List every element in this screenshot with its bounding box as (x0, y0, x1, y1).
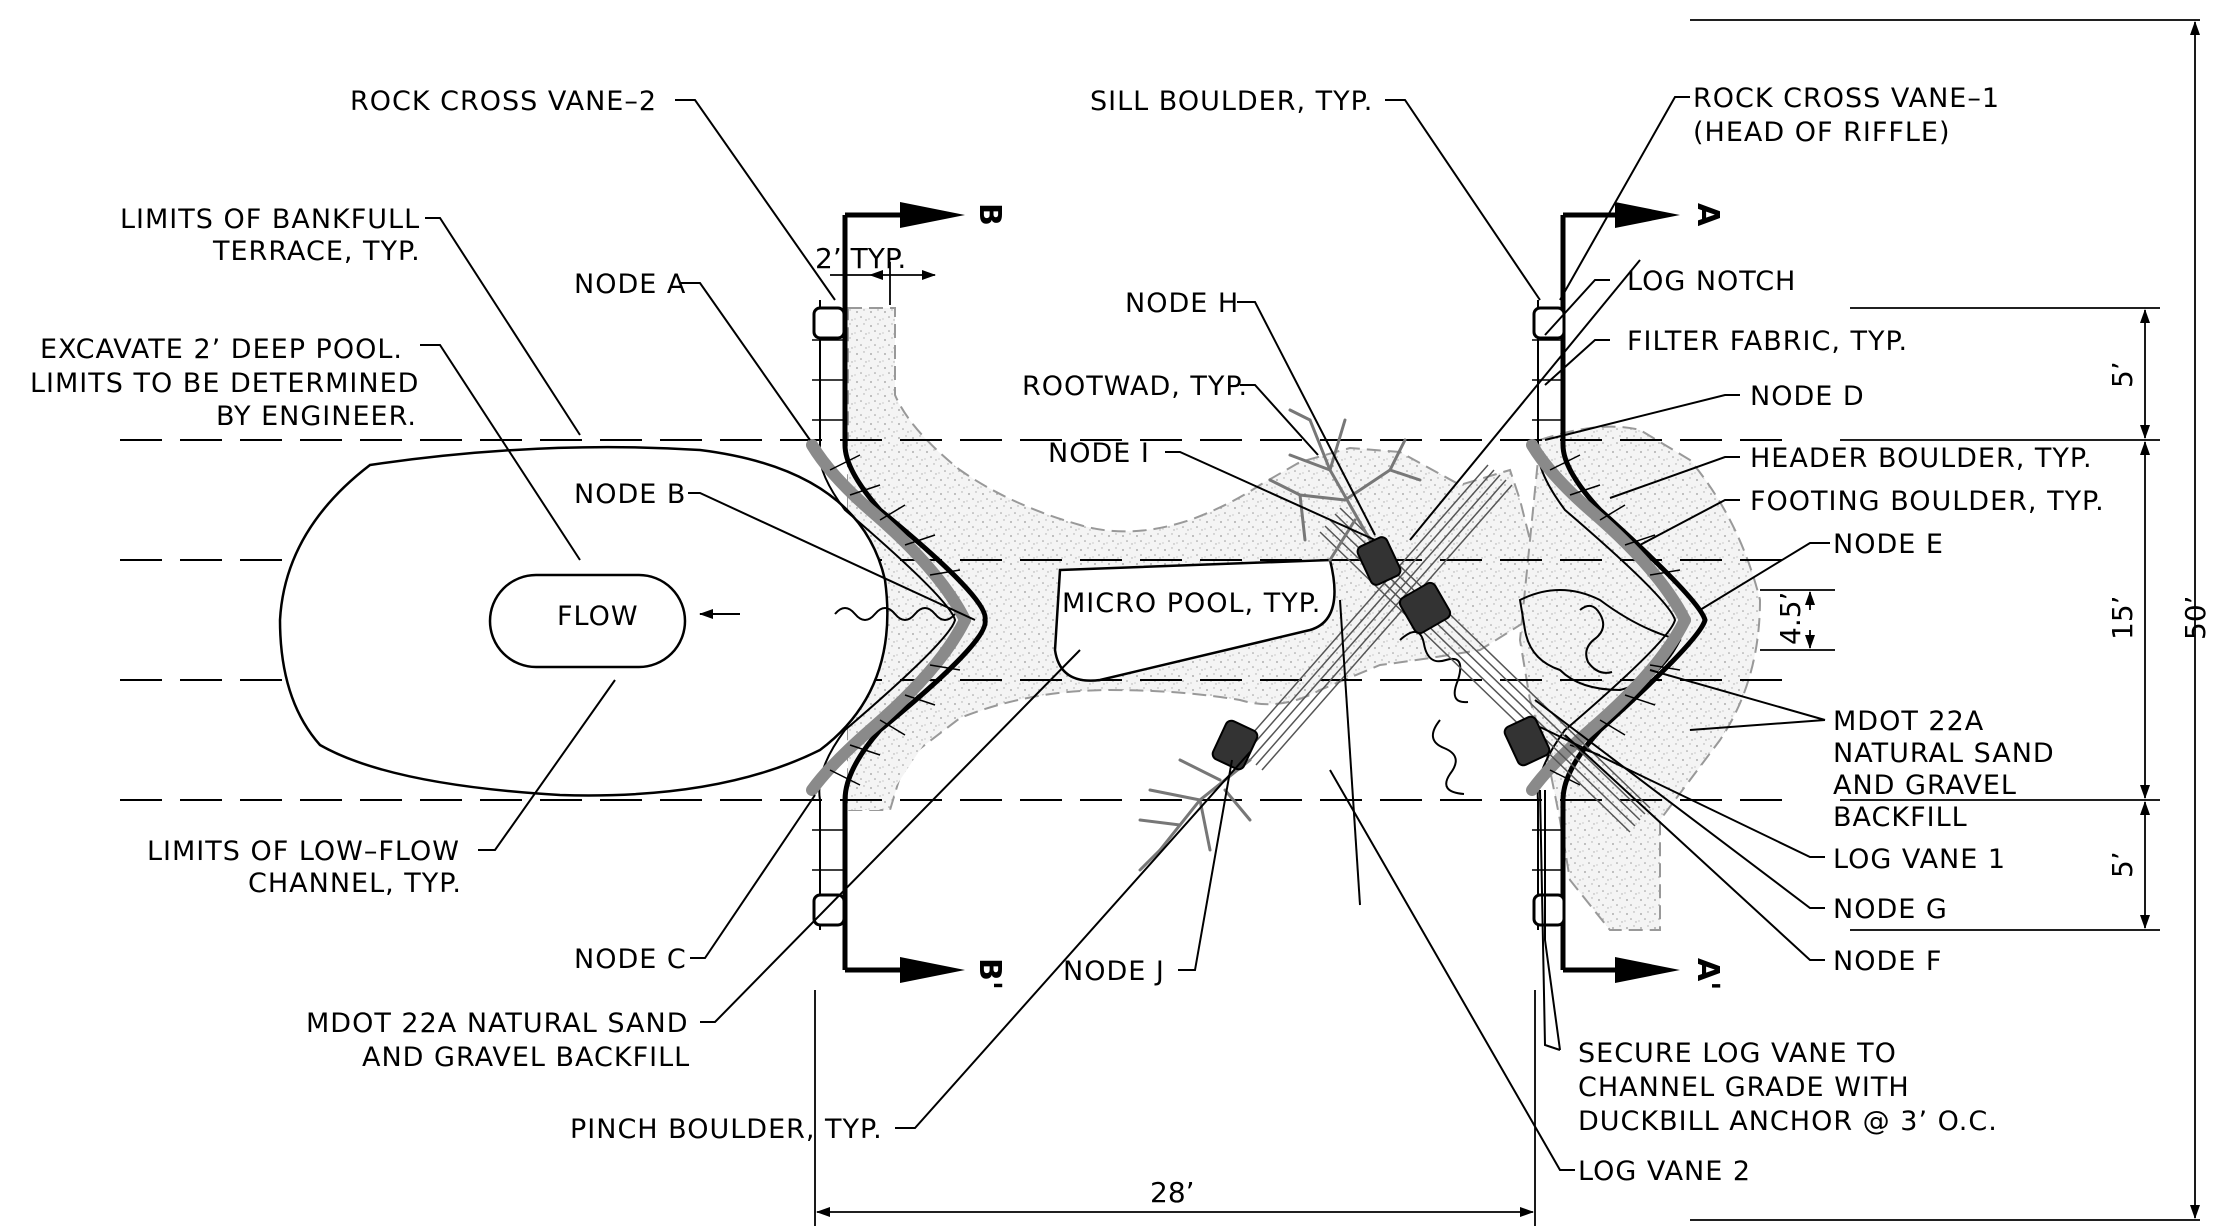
pinch-boulder-2 (1398, 581, 1452, 635)
svg-text:B: B (972, 203, 1007, 226)
label-mdot-right-3: AND GRAVEL (1833, 770, 2017, 801)
label-mdot-right-4: BACKFILL (1833, 802, 1968, 833)
pinch-boulder-3 (1503, 715, 1551, 767)
log-vane-2 (1237, 464, 1513, 771)
annotation-labels: ROCK CROSS VANE–2 LIMITS OF BANKFULL TER… (30, 83, 2105, 1187)
label-log-vane-1: LOG VANE 1 (1833, 844, 2006, 875)
section-b-marker: B (845, 202, 1007, 228)
label-pinch-boulder: PINCH BOULDER, TYP. (570, 1114, 883, 1145)
dim-5-top: 5’ (2106, 361, 2139, 388)
label-log-vane-2: LOG VANE 2 (1578, 1156, 1751, 1187)
label-excavate-2: LIMITS TO BE DETERMINED (30, 368, 419, 399)
section-b-prime-marker: B' (845, 957, 1007, 990)
micro-pool-outline (1053, 558, 1336, 682)
flow-label: FLOW (557, 601, 639, 632)
section-a-marker: A (1563, 202, 1725, 228)
label-rock-cross-vane-1-2: (HEAD OF RIFFLE) (1693, 117, 1951, 148)
dimension-lines (814, 19, 2200, 1226)
dim-2-typ: 2’ TYP. (815, 242, 906, 275)
leader-lines (420, 96, 1830, 1171)
pinch-boulder-4 (1211, 719, 1259, 771)
label-mdot-right-2: NATURAL SAND (1833, 738, 2055, 769)
label-node-i: NODE I (1048, 438, 1150, 469)
svg-text:A': A' (1690, 958, 1725, 990)
log-notch-line (1409, 259, 1641, 541)
label-log-notch: LOG NOTCH (1627, 266, 1796, 297)
dim-28: 28’ (1150, 1176, 1195, 1209)
label-node-f: NODE F (1833, 946, 1942, 977)
dim-4-5: 4.5’ (1774, 592, 1807, 645)
label-filter-fabric: FILTER FABRIC, TYP. (1627, 326, 1908, 357)
label-rock-cross-vane-2: ROCK CROSS VANE–2 (350, 86, 657, 117)
label-footing-boulder: FOOTING BOULDER, TYP. (1750, 486, 2105, 517)
label-limits-low-flow-2: CHANNEL, TYP. (248, 868, 462, 899)
svg-text:A: A (1690, 203, 1725, 227)
label-mdot-left-1: MDOT 22A NATURAL SAND (306, 1008, 689, 1039)
label-node-b: NODE B (574, 479, 686, 510)
label-secure-3: DUCKBILL ANCHOR @ 3’ O.C. (1578, 1106, 1998, 1137)
label-node-g: NODE G (1833, 894, 1948, 925)
label-limits-bankfull-1: LIMITS OF BANKFULL (120, 204, 420, 235)
label-excavate-3: BY ENGINEER. (216, 401, 417, 432)
label-mdot-left-2: AND GRAVEL BACKFILL (362, 1042, 690, 1073)
dim-15: 15’ (2106, 595, 2139, 640)
micro-pool-label: MICRO POOL, TYP. (1062, 588, 1321, 619)
label-node-d: NODE D (1750, 381, 1865, 412)
dim-50: 50’ (2179, 595, 2212, 640)
dim-5-bottom: 5’ (2106, 851, 2139, 878)
label-node-h: NODE H (1125, 288, 1239, 319)
label-limits-bankfull-2: TERRACE, TYP. (212, 236, 421, 267)
label-excavate-1: EXCAVATE 2’ DEEP POOL. (40, 334, 403, 365)
label-node-e: NODE E (1833, 529, 1944, 560)
right-pool-squiggle (1399, 604, 1613, 795)
rootwad-upper (1268, 408, 1422, 562)
svg-text:B': B' (972, 958, 1007, 990)
label-secure-2: CHANNEL GRADE WITH (1578, 1072, 1910, 1103)
label-limits-low-flow-1: LIMITS OF LOW–FLOW (147, 836, 460, 867)
label-rock-cross-vane-1-1: ROCK CROSS VANE–1 (1693, 83, 2000, 114)
label-mdot-right-1: MDOT 22A (1833, 706, 1984, 737)
label-node-a: NODE A (574, 269, 686, 300)
rock-cross-vane-2 (806, 215, 988, 970)
flow-box (488, 573, 687, 669)
label-sill-boulder: SILL BOULDER, TYP. (1090, 86, 1373, 117)
rootwad-lower (1138, 758, 1252, 872)
label-node-j: NODE J (1063, 956, 1165, 987)
flow-arrow-squiggle (834, 607, 956, 621)
section-a-prime-marker: A' (1563, 957, 1725, 990)
label-node-c: NODE C (574, 944, 687, 975)
label-header-boulder: HEADER BOULDER, TYP. (1750, 443, 2093, 474)
label-rootwad: ROOTWAD, TYP. (1022, 371, 1248, 402)
label-secure-1: SECURE LOG VANE TO (1578, 1038, 1897, 1069)
pinch-boulder-1 (1356, 536, 1402, 586)
